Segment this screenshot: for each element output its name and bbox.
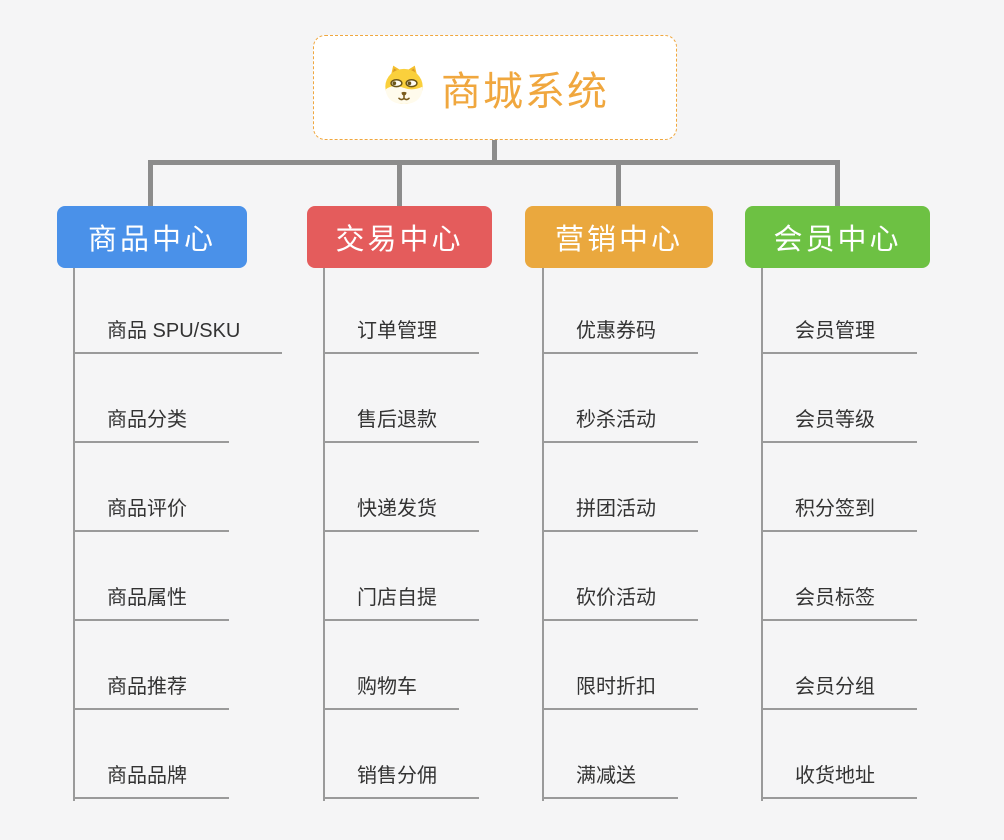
- leaf-item: 会员管理: [761, 265, 917, 354]
- leaf-label[interactable]: 售后退款: [323, 403, 479, 443]
- connector-drop-trade: [397, 162, 402, 207]
- leaf-label[interactable]: 会员等级: [761, 403, 917, 443]
- leaf-item: 商品评价: [73, 443, 282, 532]
- leaf-item: 秒杀活动: [542, 354, 698, 443]
- leaf-label[interactable]: 商品评价: [73, 492, 229, 532]
- branch-node-member-center[interactable]: 会员中心: [745, 206, 930, 268]
- leaf-label[interactable]: 订单管理: [323, 314, 479, 354]
- leaf-label[interactable]: 购物车: [323, 670, 459, 710]
- leaf-label[interactable]: 限时折扣: [542, 670, 698, 710]
- root-title: 商城系统: [441, 69, 609, 114]
- branch-node-trade-center[interactable]: 交易中心: [307, 206, 492, 268]
- spine-marketing-center: [542, 268, 544, 801]
- leaf-label[interactable]: 商品推荐: [73, 670, 229, 710]
- leaf-item: 订单管理: [323, 265, 479, 354]
- leaf-column-marketing-center: 优惠券码 秒杀活动 拼团活动 砍价活动 限时折扣 满减送: [542, 265, 698, 799]
- connector-root-stub: [492, 140, 497, 164]
- leaf-column-trade-center: 订单管理 售后退款 快递发货 门店自提 购物车 销售分佣: [323, 265, 479, 799]
- leaf-label[interactable]: 积分签到: [761, 492, 917, 532]
- leaf-item: 商品分类: [73, 354, 282, 443]
- leaf-item: 收货地址: [761, 710, 917, 799]
- leaf-item: 售后退款: [323, 354, 479, 443]
- leaf-label[interactable]: 拼团活动: [542, 492, 698, 532]
- leaf-label[interactable]: 砍价活动: [542, 581, 698, 621]
- connector-drop-member: [835, 162, 840, 207]
- leaf-item: 砍价活动: [542, 532, 698, 621]
- leaf-item: 会员等级: [761, 354, 917, 443]
- spine-product-center: [73, 268, 75, 801]
- leaf-label[interactable]: 商品分类: [73, 403, 229, 443]
- connector-bus: [148, 160, 840, 165]
- leaf-item: 会员标签: [761, 532, 917, 621]
- leaf-label[interactable]: 商品 SPU/SKU: [73, 314, 283, 354]
- leaf-item: 商品 SPU/SKU: [73, 265, 283, 354]
- leaf-label[interactable]: 快递发货: [323, 492, 479, 532]
- branch-node-marketing-center[interactable]: 营销中心: [525, 206, 713, 268]
- spine-member-center: [761, 268, 763, 801]
- leaf-item: 优惠券码: [542, 265, 698, 354]
- leaf-item: 快递发货: [323, 443, 479, 532]
- leaf-label[interactable]: 会员管理: [761, 314, 917, 354]
- leaf-label[interactable]: 收货地址: [761, 759, 917, 799]
- leaf-column-member-center: 会员管理 会员等级 积分签到 会员标签 会员分组 收货地址: [761, 265, 917, 799]
- connector-drop-marketing: [616, 162, 621, 207]
- leaf-item: 商品属性: [73, 532, 282, 621]
- leaf-label[interactable]: 满减送: [542, 759, 678, 799]
- leaf-column-product-center: 商品 SPU/SKU 商品分类 商品评价 商品属性 商品推荐 商品品牌: [73, 265, 283, 799]
- leaf-label[interactable]: 门店自提: [323, 581, 479, 621]
- leaf-label[interactable]: 商品品牌: [73, 759, 229, 799]
- leaf-item: 销售分佣: [323, 710, 479, 799]
- leaf-label[interactable]: 会员分组: [761, 670, 917, 710]
- leaf-label[interactable]: 商品属性: [73, 581, 229, 621]
- leaf-label[interactable]: 会员标签: [761, 581, 917, 621]
- leaf-item: 购物车: [323, 621, 479, 710]
- leaf-item: 商品品牌: [73, 710, 282, 799]
- root-node-mall-system[interactable]: 商城系统: [313, 35, 677, 140]
- leaf-item: 门店自提: [323, 532, 479, 621]
- leaf-item: 拼团活动: [542, 443, 698, 532]
- dog-mascot-icon: [381, 62, 427, 113]
- leaf-label[interactable]: 销售分佣: [323, 759, 479, 799]
- leaf-label[interactable]: 秒杀活动: [542, 403, 698, 443]
- branch-node-product-center[interactable]: 商品中心: [57, 206, 247, 268]
- leaf-label[interactable]: 优惠券码: [542, 314, 698, 354]
- connector-drop-product: [148, 162, 153, 207]
- leaf-item: 限时折扣: [542, 621, 698, 710]
- leaf-item: 商品推荐: [73, 621, 282, 710]
- leaf-item: 积分签到: [761, 443, 917, 532]
- leaf-item: 满减送: [542, 710, 698, 799]
- spine-trade-center: [323, 268, 325, 801]
- leaf-item: 会员分组: [761, 621, 917, 710]
